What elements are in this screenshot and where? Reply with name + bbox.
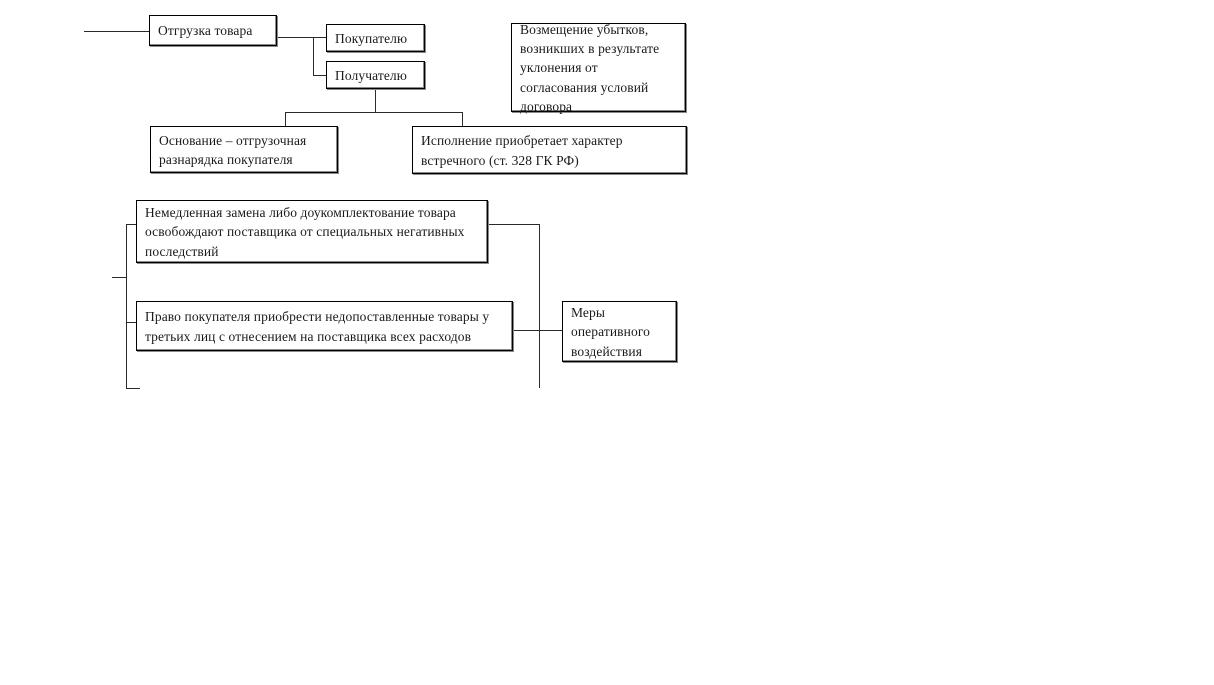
node-label-buyer: Покупателю bbox=[335, 30, 408, 46]
connector-incoming-left-stub bbox=[84, 31, 150, 32]
node-label-counter: Исполнение приобретает характер встречно… bbox=[421, 133, 623, 168]
node-counter: Исполнение приобретает характер встречно… bbox=[412, 126, 687, 174]
node-label-shipment: Отгрузка товара bbox=[158, 23, 253, 39]
node-label-replacement: Немедленная замена либо доукомплектовани… bbox=[145, 205, 465, 259]
node-label-third-party: Право покупателя приобрести недопоставле… bbox=[145, 309, 490, 344]
connector-left-bracket-vertical bbox=[126, 224, 127, 388]
connector-split-vertical bbox=[313, 37, 314, 75]
node-damages: Возмещение убытков, возникших в результа… bbox=[511, 22, 686, 114]
node-buyer: Покупателю bbox=[326, 24, 425, 52]
node-label-ground: Основание – отгрузочная разнарядка покуп… bbox=[159, 132, 307, 167]
node-label-operative-measures: Меры оперативного воздействия bbox=[571, 305, 650, 359]
node-label-recipient: Получателю bbox=[335, 67, 407, 83]
connector-row2-bus bbox=[285, 112, 463, 113]
connector-row2-left-drop bbox=[285, 112, 286, 126]
node-third-party: Право покупателя приобрести недопоставле… bbox=[136, 301, 513, 351]
connector-recipient-down bbox=[375, 89, 376, 112]
connector-left-bracket-to-box1 bbox=[126, 224, 137, 225]
connector-box1-to-right-bracket bbox=[488, 224, 540, 225]
node-label-damages: Возмещение убытков, возникших в результа… bbox=[520, 22, 660, 114]
connector-split-to-recipient bbox=[313, 75, 326, 76]
connector-row2-right-drop bbox=[462, 112, 463, 126]
connector-split-to-buyer bbox=[313, 37, 326, 38]
connector-box2-to-measures bbox=[513, 330, 563, 331]
connector-left-bracket-bottom bbox=[126, 388, 140, 389]
node-ground: Основание – отгрузочная разнарядка покуп… bbox=[150, 126, 338, 173]
node-operative-measures: Меры оперативного воздействия bbox=[562, 301, 677, 362]
node-recipient: Получателю bbox=[326, 61, 425, 89]
node-shipment: Отгрузка товара bbox=[149, 15, 277, 46]
connector-right-bracket-vertical bbox=[539, 224, 540, 388]
connector-left-bracket-out-stub bbox=[112, 277, 126, 278]
connector-shipment-to-split bbox=[277, 37, 313, 38]
connector-left-bracket-to-box2 bbox=[126, 322, 137, 323]
node-replacement: Немедленная замена либо доукомплектовани… bbox=[136, 200, 488, 263]
